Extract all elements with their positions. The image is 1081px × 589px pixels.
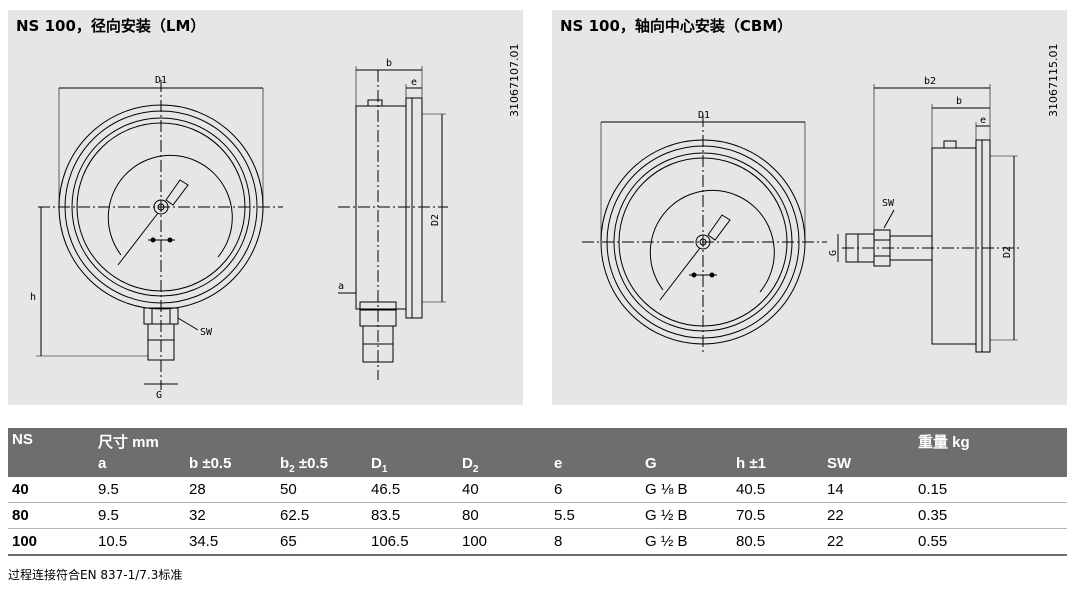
cell-d1: 46.5 [371,481,401,498]
cell-g: G ½ B [641,502,732,529]
dim-label-d2: D2 [430,214,441,226]
cell-sw: 22 [823,502,915,529]
cell-h: 80.5 [732,528,823,556]
dim-label-d1: D1 [698,110,710,121]
gauge-side-case [931,147,977,345]
dim-label-h: h [30,292,36,303]
header-ns: NS [8,428,94,455]
cell-d2: 40 [462,481,479,498]
table-header-row-2: a b ±0.5 b2 ±0.5 D1 D2 e G h ±1 SW [8,455,1068,477]
technical-drawing-cbm: D1 b2 b e SW G D2 [582,76,1022,355]
table-row: 100 10.5 34.5 65 106.5 100 8 G ½ B 80.5 … [8,528,1068,556]
cell-a: 9.5 [98,481,119,498]
header-weight: 重量 kg [914,428,1068,455]
panel-title-lm: NS 100，径向安装（LM） [16,17,206,35]
pointer-hub [153,199,169,215]
cell-b: 34.5 [185,528,276,556]
cell-sw: 22 [823,528,915,556]
cell-h: 70.5 [732,502,823,529]
cell-g: G ⅛ B [645,481,688,498]
axial-socket-stem [889,235,933,261]
header-g: G [641,455,732,477]
header-b2: b2 ±0.5 [276,455,367,477]
drawing-panel-lm: NS 100，径向安装（LM） 31067107.01 [8,10,523,405]
footnote: 过程连接符合EN 837-1/7.3标准 [8,568,183,582]
cell-e: 5.5 [550,502,641,529]
dim-label-g: G [828,250,839,256]
technical-drawing-lm: D1 h SW G b e a D2 [30,58,448,401]
gauge-fill-plug [943,140,957,149]
cell-b: 28 [189,481,206,498]
table-row: 40 9.5 28 50 46.5 40 6 G ⅛ B 40.5 14 0.1… [8,477,1067,503]
gauge-scale-arc [107,154,233,258]
pointer-hub [695,234,711,250]
cell-h: 40.5 [736,481,766,498]
cell-d1: 106.5 [367,528,458,556]
drawing-panel-cbm: NS 100，轴向中心安装（CBM） 31067115.01 [552,10,1067,405]
dim-label-b: b [386,58,392,69]
dim-label-sw: SW [200,327,213,338]
cell-b2: 62.5 [276,502,367,529]
cell-ns: 80 [8,502,94,529]
cell-weight: 0.55 [914,528,1068,556]
dim-label-sw: SW [882,198,895,209]
gauge-side-bezel [975,139,991,353]
gauge-pointer-tail [707,214,731,241]
table-header-row-1: NS 尺寸 mm 重量 kg [8,428,1068,455]
header-a: a [94,455,185,477]
cell-weight: 0.15 [918,481,948,498]
cell-d1: 83.5 [367,502,458,529]
table-row: 80 9.5 32 62.5 83.5 80 5.5 G ½ B 70.5 22… [8,502,1068,529]
cell-d2: 80 [458,502,550,529]
cell-d2: 100 [458,528,550,556]
dim-label-d2: D2 [1002,246,1013,258]
header-b: b ±0.5 [185,455,276,477]
header-h: h ±1 [732,455,823,477]
cell-b2: 65 [276,528,367,556]
cell-ns: 40 [12,481,29,498]
panel-title-cbm: NS 100，轴向中心安装（CBM） [560,17,793,35]
cell-e: 6 [554,481,563,498]
header-e: e [550,455,641,477]
dim-label-g: G [156,390,162,401]
cell-e: 8 [550,528,641,556]
header-size: 尺寸 mm [94,428,915,455]
dimensions-table: NS 尺寸 mm 重量 kg a b ±0.5 b2 ±0.5 D1 D2 e … [8,428,1068,556]
gauge-fill-plug [367,99,383,107]
cell-ns: 100 [8,528,94,556]
cell-weight: 0.35 [914,502,1068,529]
gauge-scale-arc [649,189,775,293]
dim-label-b2: b2 [924,76,936,87]
header-d1: D1 [367,455,458,477]
header-sw: SW [823,455,915,477]
cell-g: G ½ B [641,528,732,556]
cell-a: 9.5 [94,502,185,529]
gauge-pointer-tail [165,179,189,206]
dim-label-b: b [956,96,962,107]
header-d2: D2 [458,455,550,477]
cell-b2: 50 [280,481,297,498]
dim-label-a: a [338,281,344,292]
cell-a: 10.5 [94,528,185,556]
dim-label-e: e [980,115,986,126]
gauge-side-bezel [405,97,423,319]
dim-label-d1: D1 [155,75,167,86]
dim-label-e: e [411,77,417,88]
cell-sw: 14 [827,481,844,498]
cell-b: 32 [185,502,276,529]
